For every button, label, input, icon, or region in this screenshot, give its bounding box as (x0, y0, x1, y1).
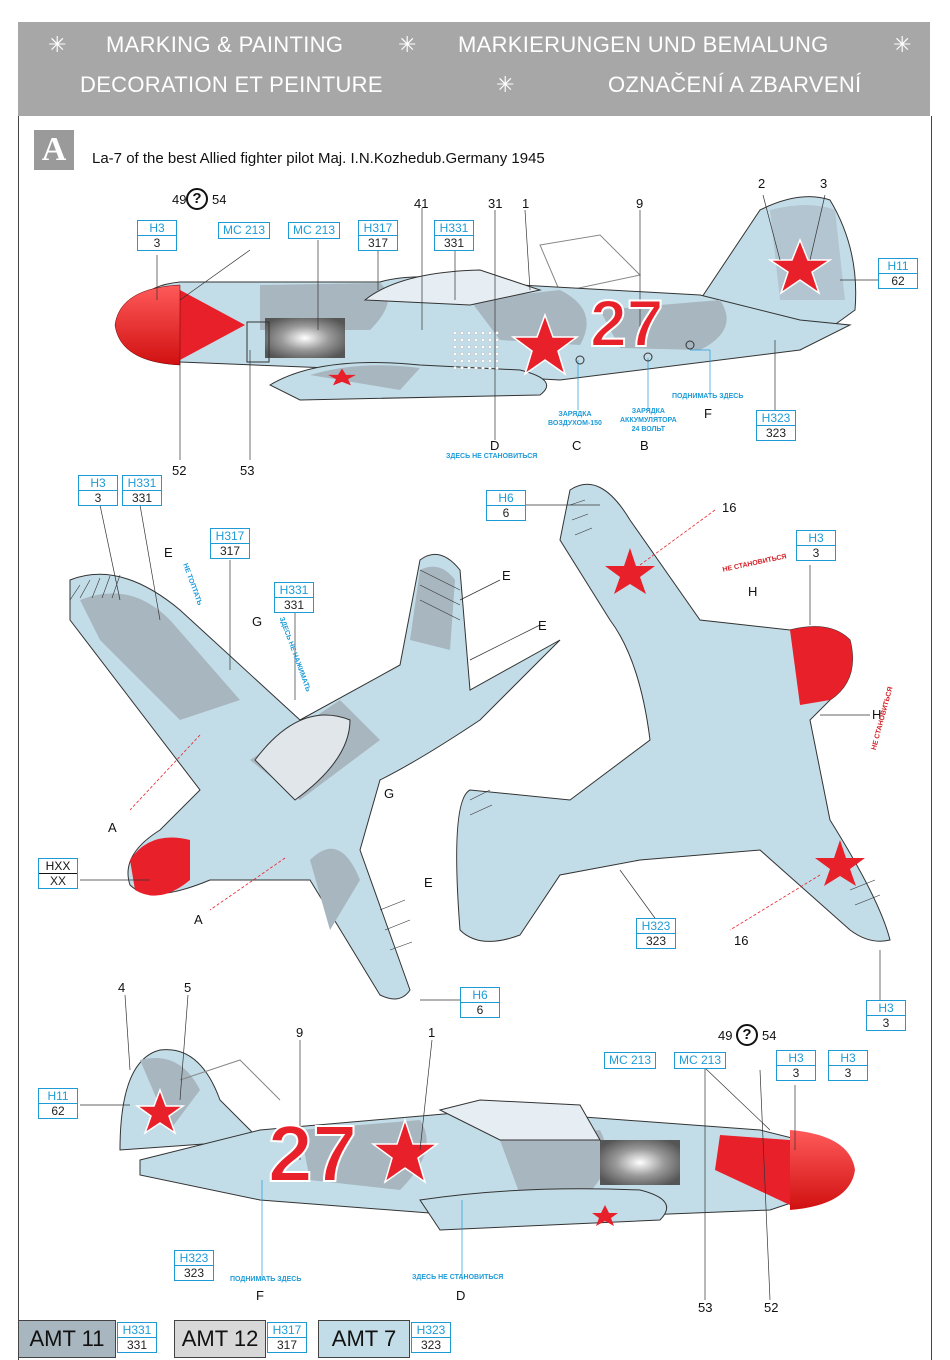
label-e: E (502, 568, 511, 583)
asterisk-icon: ✳ (496, 72, 515, 97)
asterisk-icon: ✳ (893, 32, 912, 57)
label-52: 52 (764, 1300, 779, 1315)
asterisk-icon: ✳ (48, 32, 67, 57)
color-swatch-amt11: AMT 11 (18, 1320, 116, 1358)
label-b: B (640, 438, 649, 453)
label-54: 54 (212, 192, 227, 207)
color-swatch-amt12: AMT 12 (174, 1320, 266, 1358)
label-h: H (872, 707, 882, 722)
asterisk-icon: ✳ (398, 32, 417, 57)
header-banner: ✳ MARKING & PAINTING ✳ MARKIERUNGEN UND … (18, 22, 930, 116)
label-53: 53 (698, 1300, 713, 1315)
label-2: 2 (758, 176, 766, 191)
label-e: E (424, 875, 433, 890)
color-code-mc213: MC 213 (674, 1052, 727, 1069)
color-code-mc213: MC 213 (218, 222, 271, 239)
label-4: 4 (118, 980, 126, 995)
color-swatch-amt7: AMT 7 (318, 1320, 410, 1358)
label-9: 9 (296, 1025, 304, 1040)
stencil-lift-here: ПОДНИМАТЬ ЗДЕСЬ (230, 1276, 302, 1283)
color-code-mc213: MC 213 (288, 222, 341, 239)
label-a: A (194, 912, 203, 927)
label-d: D (456, 1288, 466, 1303)
stencil-lift-here: ПОДНИМАТЬ ЗДЕСЬ (672, 393, 744, 400)
header-title-fr: DECORATION ET PEINTURE (80, 72, 383, 97)
scheme-letter-badge: A (34, 130, 74, 170)
bottom-side-profile (80, 994, 855, 1301)
label-9: 9 (636, 196, 644, 211)
label-f: F (256, 1288, 264, 1303)
fuselage-number: 27 (267, 1108, 358, 1199)
label-1: 1 (522, 196, 530, 211)
label-52: 52 (172, 463, 187, 478)
label-5: 5 (184, 980, 192, 995)
label-a: A (108, 820, 117, 835)
header-title-en: MARKING & PAINTING (106, 32, 344, 57)
label-h: H (748, 584, 758, 599)
lower-plan-view (456, 483, 891, 1000)
label-c: C (572, 438, 582, 453)
header-title-de: MARKIERUNGEN UND BEMALUNG (458, 32, 829, 57)
label-54: 54 (762, 1028, 777, 1043)
label-16: 16 (722, 500, 737, 515)
label-49: 49 (718, 1028, 733, 1043)
stencil-no-step: ЗДЕСЬ НЕ СТАНОВИТЬСЯ (412, 1274, 504, 1281)
upper-plan-view (69, 504, 561, 1001)
question-mark-icon: ? (186, 188, 208, 210)
color-code-mc213: MC 213 (604, 1052, 657, 1069)
label-3: 3 (820, 176, 828, 191)
header-title-cz: OZNAČENÍ A ZBARVENÍ (608, 72, 862, 97)
label-g: G (252, 614, 263, 629)
fuselage-number: 27 (589, 285, 664, 361)
page-frame (18, 116, 932, 1360)
label-16: 16 (734, 933, 749, 948)
label-41: 41 (414, 196, 429, 211)
label-1: 1 (428, 1025, 436, 1040)
label-e: E (538, 618, 547, 633)
label-49: 49 (172, 192, 187, 207)
stencil-no-step: ЗДЕСЬ НЕ СТАНОВИТЬСЯ (446, 453, 538, 460)
label-31: 31 (488, 196, 503, 211)
label-d: D (490, 438, 500, 453)
label-53: 53 (240, 463, 255, 478)
top-side-profile (114, 194, 880, 460)
question-mark-icon: ? (736, 1024, 758, 1046)
label-e: E (164, 545, 173, 560)
label-g: G (384, 786, 395, 801)
scheme-caption: La-7 of the best Allied fighter pilot Ma… (92, 150, 545, 167)
label-f: F (704, 406, 712, 421)
